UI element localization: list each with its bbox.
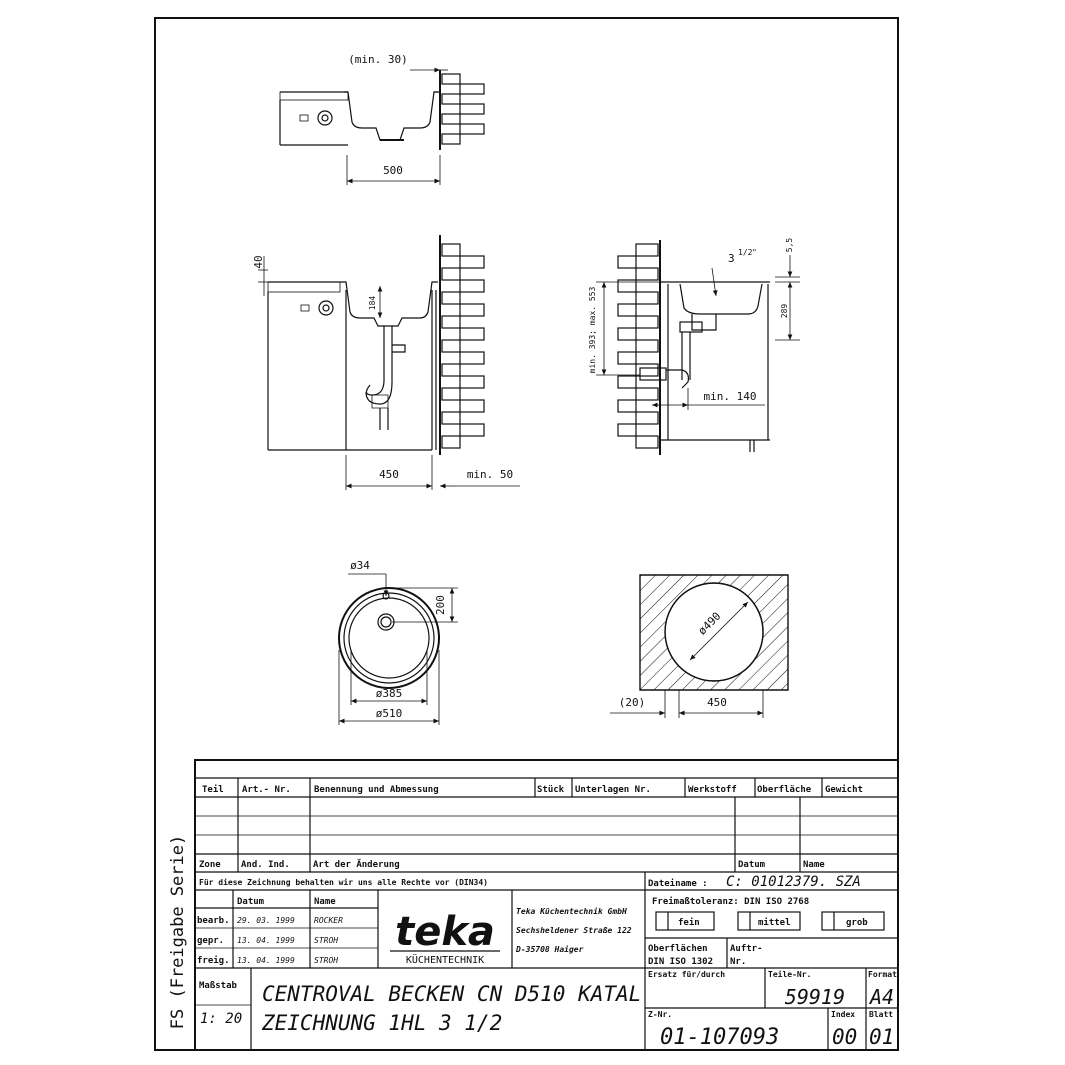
gepr-date: 13. 04. 1999 [237,936,295,945]
surface-label: Oberflächen [648,944,708,954]
dim-d490: ø490 [696,610,724,638]
dim-min-max-range: min. 393; max. 553 [588,286,597,373]
company-line-2: Sechsheldener Straße 122 [516,926,632,935]
freig-date: 13. 04. 1999 [237,956,295,965]
tolerance-grob-box [821,911,885,931]
dim-200: 200 [434,595,447,615]
header-oberflaeche: Oberfläche [757,785,812,795]
header-unterlagen: Unterlagen Nr. [575,785,651,795]
znr-value: 01-107093 [660,1025,779,1050]
title-block: Teil Art.- Nr. Benennung und Abmessung S… [194,759,899,1051]
name-label: Name [803,860,825,870]
bowl-plan-view: ø34 200 ø385 ø510 [338,559,458,725]
tolerance-label: Freimaßtoleranz: DIN ISO 2768 [652,896,809,907]
dim-min-50: min. 50 [467,468,513,481]
brick-wall-side [617,243,659,449]
dim-d385: ø385 [376,687,403,700]
header-werkstoff: Werkstoff [688,785,737,795]
freig-label: freig. [197,955,230,966]
tolerance-fein: fein [678,917,700,928]
dim-thread-whole: 3 [728,252,735,265]
side-section-view: 3 1/2 " 5,5 289 min. 393; max. 553 min. … [588,238,800,455]
gepr-label: gepr. [197,936,224,946]
company-line-1: Teka Küchentechnik GmbH [516,906,627,916]
header-art-nr: Art.- Nr. [242,785,291,795]
sheet-border [154,17,899,1051]
header-teil: Teil [202,784,224,795]
index-value: 00 [832,1025,857,1049]
tap-hole-icon [317,110,333,126]
tolerance-mittel: mittel [758,917,791,928]
dim-d510: ø510 [376,707,403,720]
dim-d34: ø34 [350,559,370,572]
rights-notice: Für diese Zeichnung behalten wir uns all… [199,877,488,887]
dim-min-30: (min. 30) [348,53,408,66]
header-stueck: Stück [537,785,565,795]
svg-text:KÜCHENTECHNIK: KÜCHENTECHNIK [406,953,484,966]
teile-nr-label: Teile-Nr. [768,969,811,979]
teile-nr-value: 59919 [785,985,845,1009]
sig-datum-header: Datum [237,897,265,907]
auftrag-label: Auftr- [730,944,763,954]
header-gewicht: Gewicht [825,784,863,795]
brick-wall-front [441,243,485,449]
dim-20: (20) [619,696,646,709]
dim-thread-inch: " [752,248,757,257]
dim-450-cutout: 450 [707,696,727,709]
gepr-name: STROH [314,936,338,945]
znr-label: Z-Nr. [648,1010,672,1019]
index-label: Index [831,1010,855,1019]
bearb-name: ROCKER [314,916,343,925]
company-line-3: D-35708 Haiger [515,944,584,954]
dim-450-front: 450 [379,468,399,481]
sig-name-header: Name [314,897,336,907]
tolerance-fein-box [655,911,715,931]
blatt-value: 01 [869,1025,894,1049]
top-section-view: 500 (min. 30) [279,53,485,185]
dim-289: 289 [780,304,789,319]
datum-label: Datum [738,860,766,870]
dim-40: 40 [252,255,265,268]
dim-500: 500 [383,164,403,177]
teka-logo: teka KÜCHENTECHNIK [390,909,500,966]
drawing-title-line-1: CENTROVAL BECKEN CN D510 KATAL [262,982,641,1006]
front-section-view: 184 40 450 min. 50 [252,235,520,490]
surface-value: DIN ISO 1302 [648,957,713,967]
brick-wall-top [441,73,485,145]
massstab-value: 1: 20 [200,1011,242,1027]
cutout-plan-view: ø490 (20) 450 [610,574,789,718]
dim-184: 184 [368,296,377,311]
siphon-trap-icon [365,326,393,405]
bearb-label: bearb. [197,916,230,926]
tolerance-mittel-box [737,911,801,931]
zone-label: Zone [199,860,221,870]
header-benennung: Benennung und Abmessung [314,785,439,795]
ersatz-label: Ersatz für/durch [648,970,725,979]
tolerance-grob: grob [846,918,868,928]
dateiname-label: Dateiname : [648,878,708,889]
bowl-outer-rim [338,587,440,689]
massstab-label: Maßstab [199,981,238,991]
freig-name: STROH [314,956,338,965]
drawing-title-line-2: ZEICHNUNG 1HL 3 1/2 [261,1011,502,1035]
tap-hole-icon-front [318,300,334,316]
bearb-date: 29. 03. 1999 [237,916,295,925]
dim-min-140: min. 140 [704,390,757,403]
auftrag-nr-label: Nr. [730,957,746,967]
dim-5-5: 5,5 [785,238,794,253]
svg-text:teka: teka [395,909,495,955]
aenderung-label: Art der Änderung [313,859,400,870]
release-status-vertical: FS (Freigabe Serie) [168,835,188,1029]
format-label: Format [868,970,897,979]
cutout-circle [664,582,764,682]
aend-index-label: And. Ind. [241,860,290,870]
blatt-label: Blatt [869,1010,893,1019]
format-value: A4 [868,985,894,1009]
dim-thread-frac: 1/2 [738,248,753,257]
dateiname-value: C: 01012379. SZA [726,874,861,890]
